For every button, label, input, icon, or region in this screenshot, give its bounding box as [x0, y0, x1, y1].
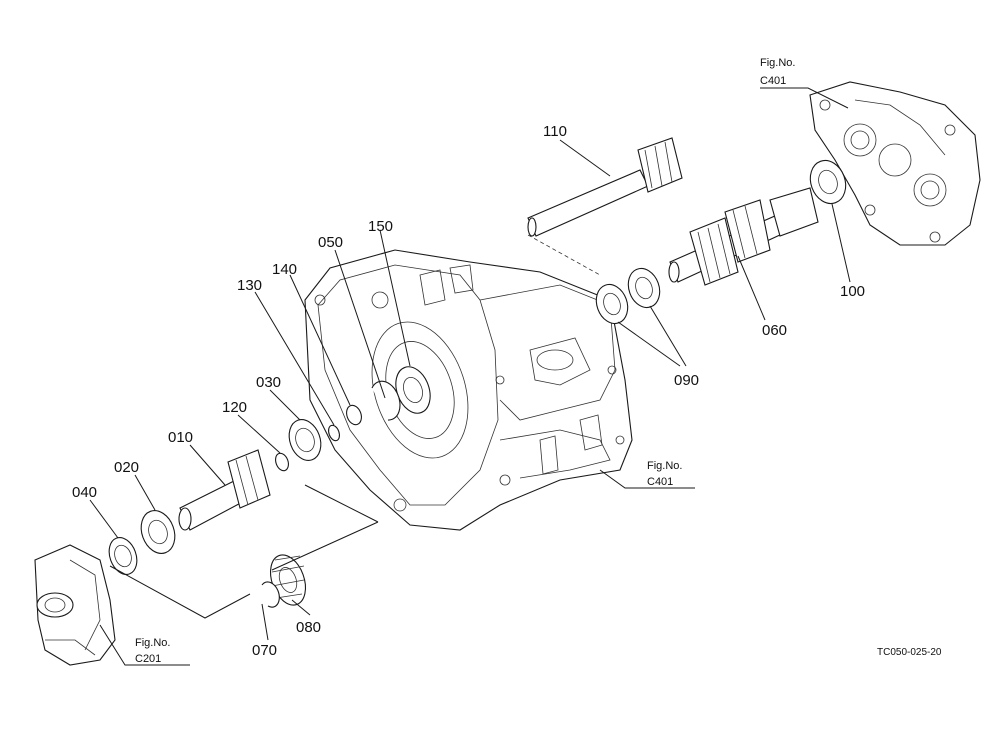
callout-150: 150 [368, 218, 393, 235]
callout-090: 090 [674, 372, 699, 389]
rear-housing-drawing [809, 81, 981, 246]
transmission-case-drawing [304, 249, 633, 531]
callout-030: 030 [256, 374, 281, 391]
callout-080: 080 [296, 619, 321, 636]
fig-ref-middle-code: C401 [647, 476, 673, 488]
shaft-110-drawing [527, 137, 683, 276]
bearings-020-040-drawing [108, 510, 176, 575]
callout-110: 110 [543, 123, 567, 140]
callout-120: 120 [222, 399, 247, 416]
callout-020: 020 [114, 459, 139, 476]
fig-ref-middle-label: Fig.No. [647, 460, 682, 472]
input-shaft-stack-drawing [275, 366, 431, 472]
callout-060: 060 [762, 322, 787, 339]
shaft-010-drawing [178, 449, 271, 531]
callout-010: 010 [168, 429, 193, 446]
callout-070: 070 [252, 642, 277, 659]
callout-140: 140 [272, 261, 297, 278]
fig-ref-top-label: Fig.No. [760, 57, 795, 69]
callout-040: 040 [72, 484, 97, 501]
figure-references: Fig.No. C401 Fig.No. C401 Fig.No. C201 [135, 57, 795, 665]
shaft-060-drawing [668, 187, 819, 286]
fig-ref-top-code: C401 [760, 75, 786, 87]
callout-050: 050 [318, 234, 343, 251]
callout-100: 100 [840, 283, 865, 300]
drawing-code: TC050-025-20 [877, 647, 942, 658]
front-cover-drawing [34, 544, 116, 666]
fig-ref-bottom-code: C201 [135, 653, 161, 665]
leader-lines [89, 87, 851, 666]
bearings-090-100-drawing [595, 159, 847, 325]
callout-130: 130 [237, 277, 262, 294]
fig-ref-bottom-label: Fig.No. [135, 637, 170, 649]
callout-labels: 010 020 030 040 050 060 070 080 090 100 … [72, 123, 865, 659]
gear-080-clip-070-drawing [261, 554, 307, 608]
